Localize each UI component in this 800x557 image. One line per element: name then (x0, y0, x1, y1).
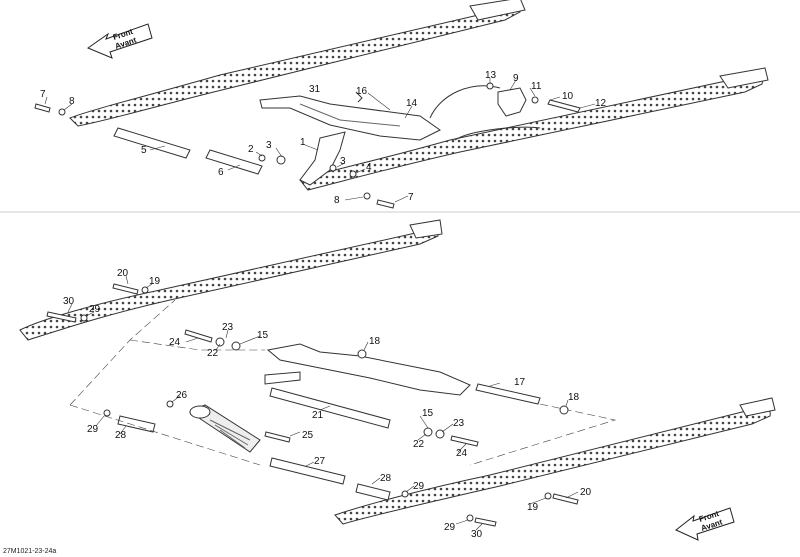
hardware-top (34, 82, 539, 209)
callout-leaders-top (44, 78, 596, 203)
callout-30a: 30 (63, 296, 75, 307)
callout-29c: 29 (413, 481, 425, 492)
shaft-5 (113, 127, 191, 159)
shaft-27 (269, 457, 346, 485)
assembly-guide-lines (69, 299, 617, 466)
callout-6: 6 (218, 167, 224, 178)
callout-18a: 18 (369, 336, 381, 347)
shock-absorber (188, 404, 261, 453)
callout-25: 25 (302, 430, 314, 441)
front-arrow-icon: Front Avant (86, 23, 153, 59)
callout-2: 2 (248, 144, 254, 155)
callout-11: 11 (531, 81, 542, 92)
callout-20b: 20 (580, 487, 592, 498)
callout-10: 10 (562, 91, 574, 102)
callout-29d: 29 (444, 522, 456, 533)
shaft-17 (475, 383, 541, 405)
callout-13: 13 (485, 70, 497, 81)
callout-8a: 8 (69, 96, 75, 107)
callout-19b: 19 (527, 502, 539, 513)
callout-9: 9 (513, 73, 519, 84)
callout-23a: 23 (222, 322, 234, 333)
right-rail-top (299, 67, 769, 191)
callout-7a: 7 (40, 89, 46, 100)
callout-3b: 3 (340, 156, 346, 167)
callout-31: 31 (309, 84, 321, 95)
bracket-9 (497, 87, 527, 117)
shaft-28a (117, 415, 156, 433)
callout-14: 14 (406, 98, 418, 109)
callout-24b: 24 (456, 448, 468, 459)
right-rail-bottom (334, 397, 776, 525)
callout-23b: 23 (453, 418, 465, 429)
rear-arm-assembly (264, 343, 471, 396)
callout-15a: 15 (257, 330, 269, 341)
shaft-21 (269, 387, 391, 429)
callout-15b: 15 (422, 408, 434, 419)
callout-1: 1 (300, 137, 306, 148)
front-arrow-icon-bottom: Front Avant (675, 507, 735, 541)
callout-8b: 8 (334, 195, 340, 206)
callout-30b: 30 (471, 529, 483, 540)
callout-5: 5 (141, 145, 147, 156)
callout-21: 21 (312, 410, 324, 421)
callout-28b: 28 (380, 473, 392, 484)
callout-22b: 22 (413, 439, 425, 450)
callout-leaders-bottom (67, 275, 579, 531)
drawing-reference-code: 27M1021-23-24a (3, 548, 57, 555)
leader-9-to-arm (429, 85, 501, 119)
callout-17: 17 (514, 377, 526, 388)
left-rail-top (69, 0, 526, 127)
bolt-12 (547, 99, 581, 113)
callout-22a: 22 (207, 348, 219, 359)
callout-27: 27 (314, 456, 326, 467)
shaft-6 (205, 149, 263, 175)
callout-4: 4 (366, 162, 372, 173)
callout-28a: 28 (115, 430, 127, 441)
callout-20a: 20 (117, 268, 129, 279)
callout-29b: 29 (87, 424, 99, 435)
callout-7b: 7 (408, 192, 414, 203)
callout-3a: 3 (266, 140, 272, 151)
callout-19a: 19 (149, 276, 161, 287)
callout-18b: 18 (568, 392, 580, 403)
shaft-28b (355, 483, 391, 501)
callout-24a: 24 (169, 337, 181, 348)
callout-12: 12 (595, 98, 607, 109)
left-rail-bottom (19, 219, 443, 341)
callout-26: 26 (176, 390, 188, 401)
callout-16: 16 (356, 86, 368, 97)
front-arm-assembly (259, 95, 441, 186)
callout-29a: 29 (89, 304, 101, 315)
